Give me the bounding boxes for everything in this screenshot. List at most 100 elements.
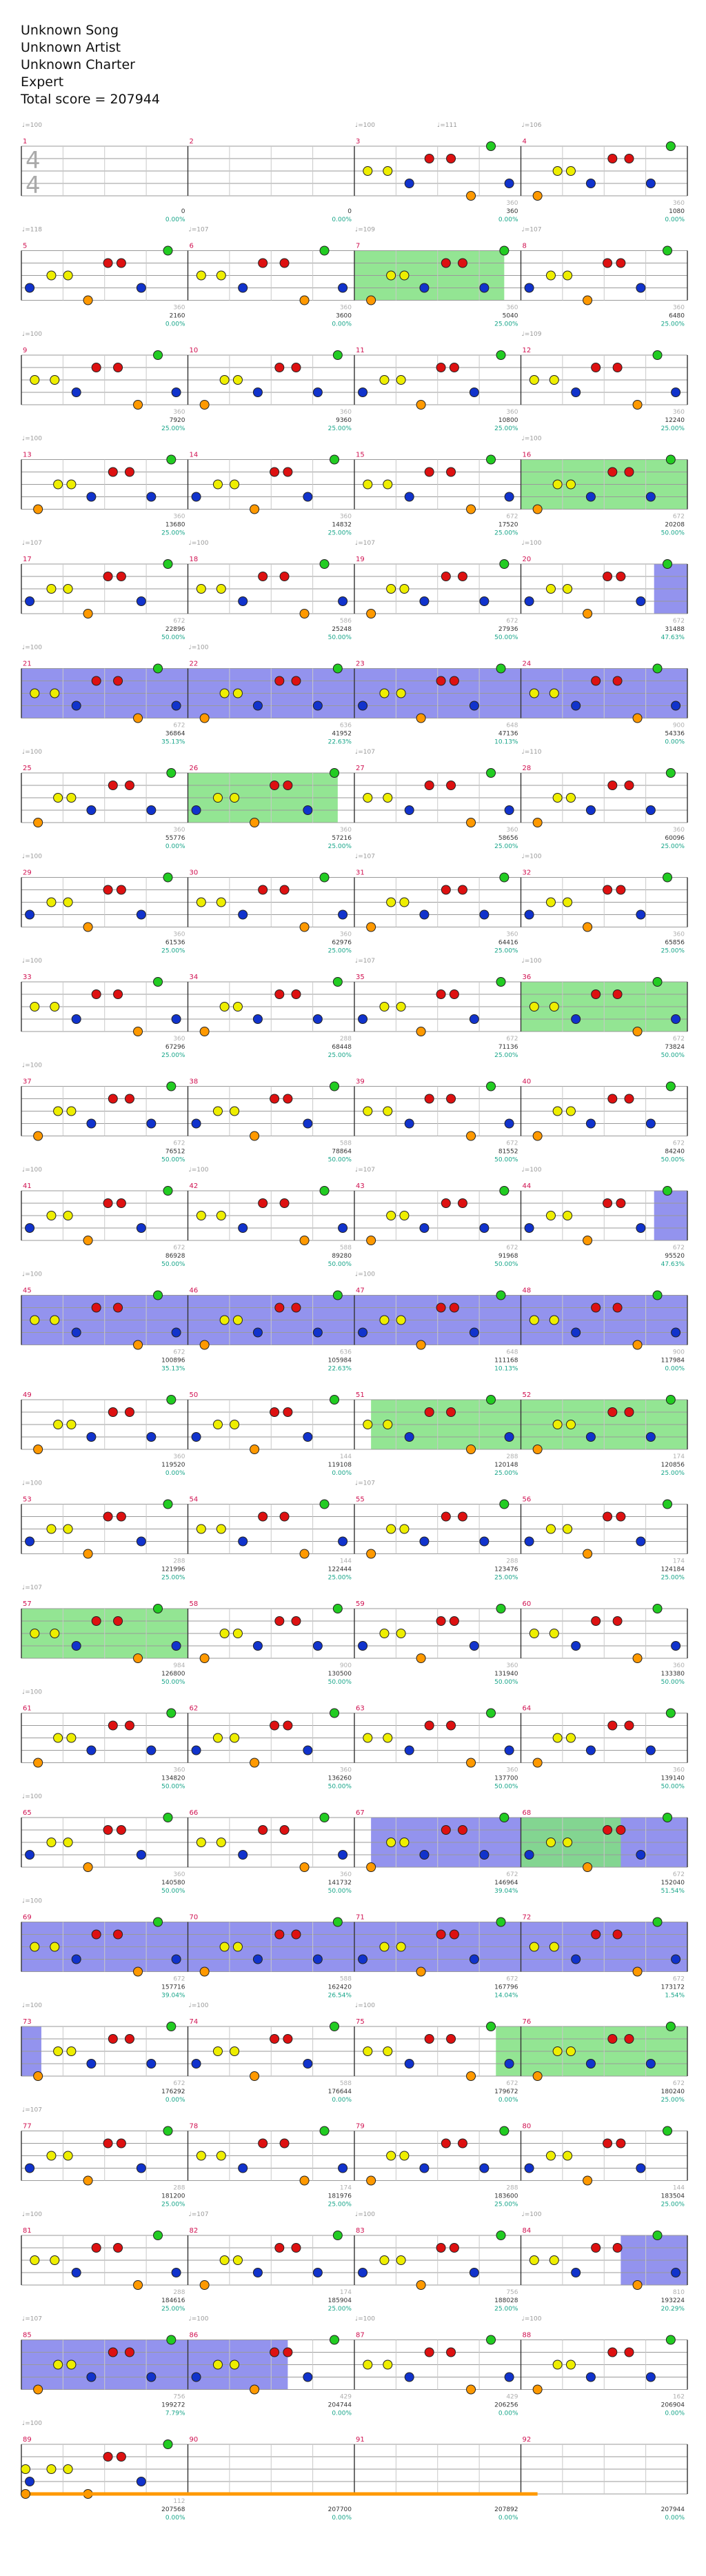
note-red (607, 467, 618, 477)
note-blue (25, 2163, 35, 2173)
song-charter: Unknown Charter (21, 57, 135, 72)
note-green (330, 1081, 340, 1091)
note-red (91, 989, 101, 999)
note-red (116, 1825, 126, 1835)
note-yellow (399, 1524, 410, 1534)
cumulative-score: 183600 (494, 2193, 518, 2200)
note-red (270, 1720, 280, 1731)
measure-points: 360 (340, 1767, 352, 1774)
note-blue (636, 1223, 646, 1233)
note-blue (238, 909, 248, 920)
staff-row: 81♩=10028818461625.00%82♩=10717418590425… (21, 2211, 688, 2313)
total-score: Total score = 207944 (21, 92, 160, 107)
sp-meter-percent: 0.00% (498, 2515, 518, 2522)
note-red (124, 2347, 134, 2357)
note-green (652, 1290, 663, 1300)
note-red (258, 885, 268, 895)
note-yellow (396, 688, 406, 698)
note-blue (146, 1118, 157, 1129)
note-yellow (230, 2046, 240, 2056)
note-orange (133, 1653, 143, 1663)
measure-number: 40 (523, 1078, 532, 1086)
note-yellow (552, 2359, 563, 2370)
measure-points: 672 (506, 1140, 518, 1147)
note-blue (585, 1745, 596, 1755)
measure-number: 32 (523, 869, 532, 877)
note-blue (404, 492, 414, 502)
note-yellow (552, 793, 563, 803)
note-yellow (383, 479, 393, 490)
cumulative-score: 86928 (165, 1253, 185, 1260)
note-blue (671, 1954, 681, 1964)
note-green (496, 1290, 506, 1300)
measure-points: 360 (673, 409, 685, 416)
note-blue (171, 388, 181, 397)
sp-meter-percent: 25.00% (661, 843, 685, 850)
staff-row: 17♩=1076722289650.00%18♩=1005862524850.0… (21, 540, 688, 641)
staff-row: 41♩=1006728692850.00%42♩=1005888928050.0… (21, 1167, 688, 1268)
note-red (616, 258, 626, 268)
cumulative-score: 57216 (332, 835, 352, 842)
note-orange (83, 2175, 93, 2186)
note-blue (419, 1536, 430, 1547)
cumulative-score: 71136 (498, 1044, 518, 1051)
note-yellow (386, 1211, 396, 1220)
note-green (163, 2439, 173, 2449)
sp-meter-percent: 50.00% (494, 1784, 518, 1791)
note-orange (199, 713, 210, 723)
note-yellow (545, 270, 556, 281)
cumulative-score: 5040 (503, 313, 518, 320)
note-blue (136, 283, 146, 293)
measure-number: 34 (190, 974, 199, 981)
note-red (124, 1407, 134, 1417)
note-orange (33, 1445, 43, 1454)
cumulative-score: 181200 (161, 2193, 185, 2200)
cumulative-score: 81552 (498, 1149, 518, 1156)
note-green (499, 1499, 510, 1509)
note-orange (199, 2280, 210, 2290)
note-yellow (545, 897, 556, 907)
measure-points: 360 (173, 827, 185, 834)
note-yellow (212, 1733, 223, 1743)
measure-number: 61 (23, 1705, 32, 1713)
note-orange (532, 2071, 543, 2081)
song-title: Unknown Song (21, 23, 119, 38)
note-red (116, 885, 126, 895)
note-green (330, 1708, 340, 1718)
measure-points: 900 (673, 1349, 685, 1356)
note-orange (466, 2071, 476, 2081)
note-green (665, 1395, 676, 1405)
note-blue (636, 596, 646, 606)
note-blue (419, 1850, 430, 1860)
cumulative-score: 137700 (494, 1775, 518, 1782)
note-red (270, 781, 280, 790)
note-blue (571, 1014, 581, 1024)
cumulative-score: 126800 (161, 1671, 185, 1678)
note-green (332, 663, 343, 674)
note-blue (86, 1745, 97, 1755)
note-red (441, 1825, 451, 1835)
cumulative-score: 124184 (661, 1567, 685, 1573)
sp-meter-percent: 50.00% (161, 634, 185, 641)
note-yellow (549, 375, 559, 385)
note-yellow (212, 2046, 223, 2056)
note-yellow (230, 1733, 240, 1743)
note-red (124, 467, 134, 477)
note-green (665, 1081, 676, 1091)
measure-number: 7 (356, 243, 360, 250)
note-blue (252, 2268, 263, 2277)
measure-number: 77 (23, 2123, 32, 2131)
tempo-marker: ♩=100 (522, 2316, 542, 2323)
note-blue (338, 1223, 348, 1233)
note-yellow (53, 2359, 63, 2370)
note-yellow (396, 1629, 406, 1638)
sp-meter-percent: 50.00% (328, 1679, 352, 1686)
cumulative-score: 188028 (494, 2297, 518, 2304)
note-red (258, 1511, 268, 1522)
note-blue (71, 1954, 81, 1964)
note-blue (312, 2268, 323, 2277)
cumulative-score: 95520 (665, 1253, 685, 1260)
tempo-marker: ♩=100 (22, 2211, 42, 2218)
note-yellow (50, 1002, 60, 1012)
note-blue (86, 805, 97, 815)
